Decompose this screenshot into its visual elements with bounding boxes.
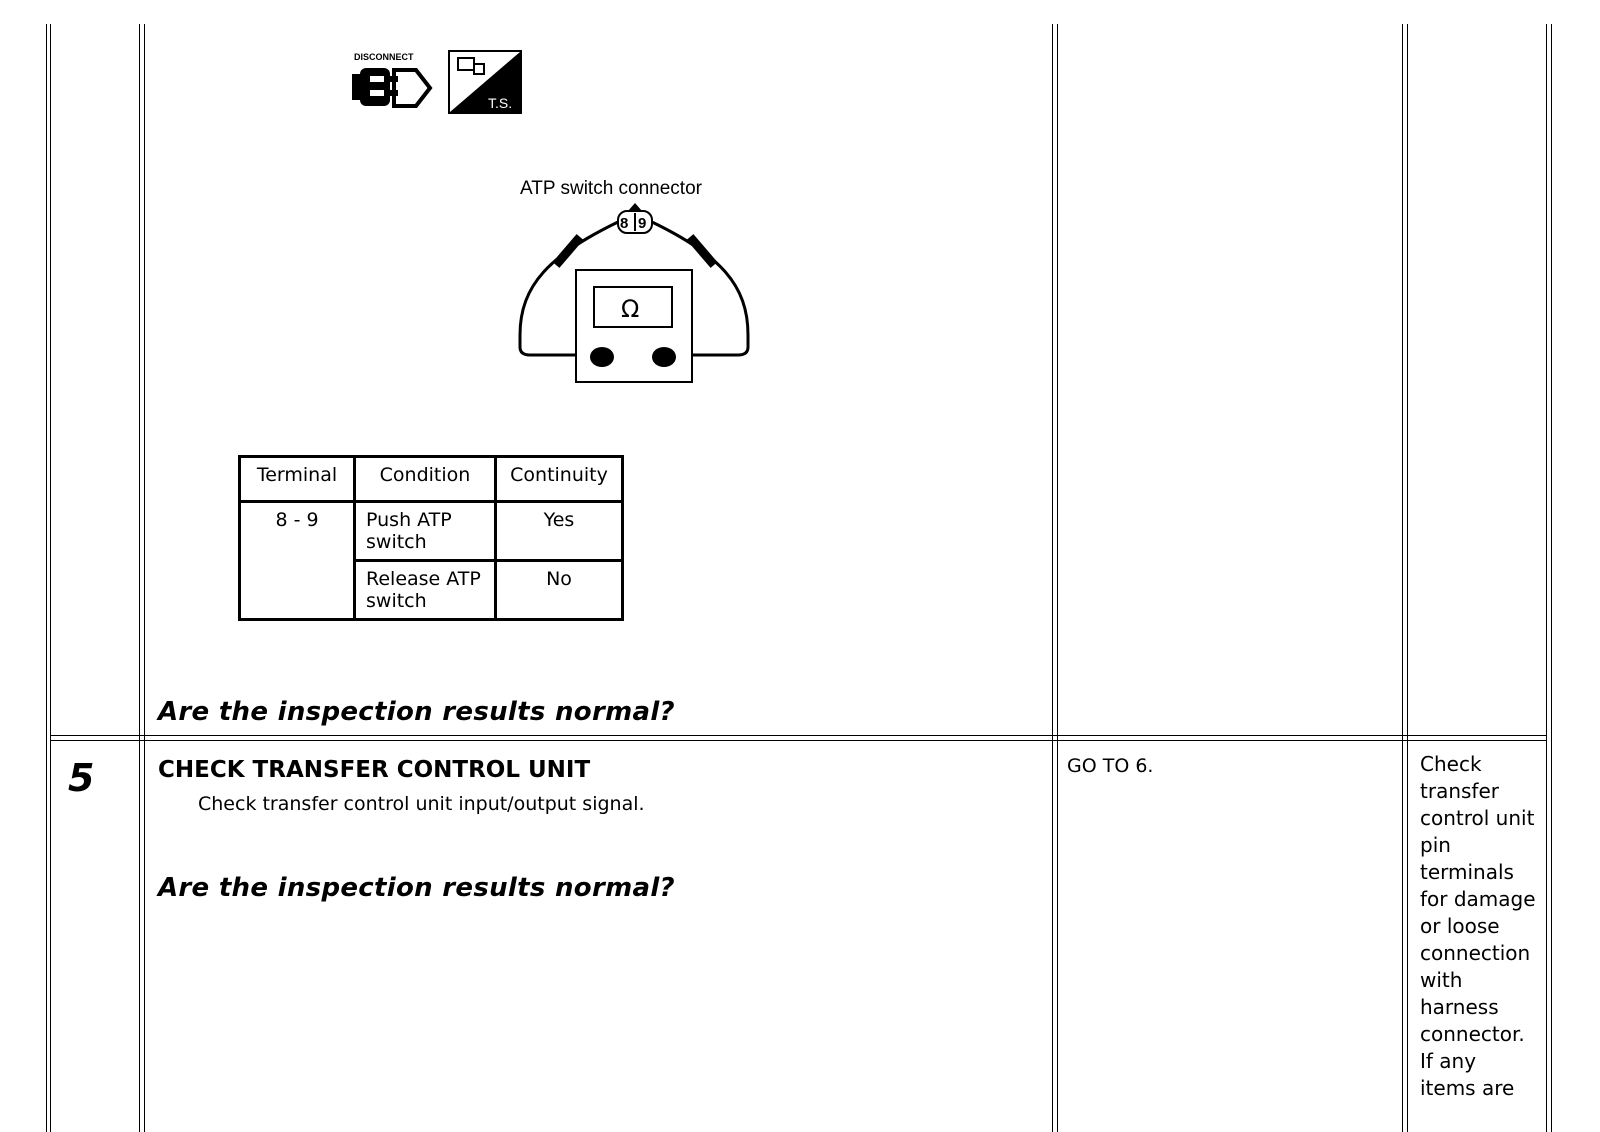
column-divider-3b: [1407, 24, 1408, 1132]
row-divider-top: [50, 735, 1547, 736]
table-border-left-outer: [46, 24, 47, 1132]
connector-pin-8: 8: [620, 215, 628, 232]
column-divider-3a: [1402, 24, 1403, 1132]
inspection-icons: DISCONNECT T.S.: [352, 50, 522, 114]
table-row: Release ATP switch No: [240, 559, 624, 621]
ts-icon: T.S.: [448, 50, 522, 114]
connector: 8 9: [617, 203, 653, 234]
step4-question: Are the inspection results normal?: [158, 697, 675, 727]
step-instruction: Check transfer control unit input/output…: [198, 793, 645, 815]
continuity-cell: Yes: [494, 500, 624, 562]
table-row: 8 - 9 Push ATP switch Yes: [238, 500, 624, 621]
result-yes: GO TO 6.: [1067, 755, 1154, 777]
ohm-symbol: Ω: [621, 295, 639, 323]
table-header-row: Terminal Condition Continuity: [238, 455, 624, 503]
ts-icon-label: T.S.: [488, 95, 512, 111]
condition-cell: Push ATP switch: [353, 500, 497, 562]
condition-cell: Release ATP switch: [353, 559, 497, 621]
table-border-left-inner: [50, 24, 51, 1132]
result-no: Check transfer control unit pin terminal…: [1420, 752, 1536, 1100]
table-border-right-outer: [1551, 24, 1552, 1132]
column-divider-2b: [1057, 24, 1058, 1132]
step-number: 5: [68, 756, 95, 800]
ohmmeter: Ω: [575, 269, 693, 383]
connector-pin-9: 9: [638, 215, 646, 232]
column-divider-2a: [1052, 24, 1053, 1132]
header-condition: Condition: [353, 455, 497, 503]
step5-question: Are the inspection results normal?: [158, 873, 675, 903]
step-heading: CHECK TRANSFER CONTROL UNIT: [158, 757, 591, 783]
table-border-right-inner: [1546, 24, 1547, 1132]
header-terminal: Terminal: [238, 455, 356, 503]
header-continuity: Continuity: [494, 455, 624, 503]
column-divider-1a: [139, 24, 140, 1132]
continuity-table: Terminal Condition Continuity 8 - 9 Push…: [238, 455, 624, 621]
probe-leads: [518, 220, 750, 357]
continuity-cell: No: [494, 559, 624, 621]
ohmmeter-diagram: 8 9 Ω: [518, 203, 750, 383]
disconnect-icon: DISCONNECT: [352, 52, 433, 108]
terminal-cell: 8 - 9: [238, 500, 356, 621]
row-divider-bottom: [50, 740, 1547, 741]
diagram-label: ATP switch connector: [520, 178, 702, 199]
column-divider-1b: [144, 24, 145, 1132]
disconnect-icon-label: DISCONNECT: [354, 52, 414, 62]
